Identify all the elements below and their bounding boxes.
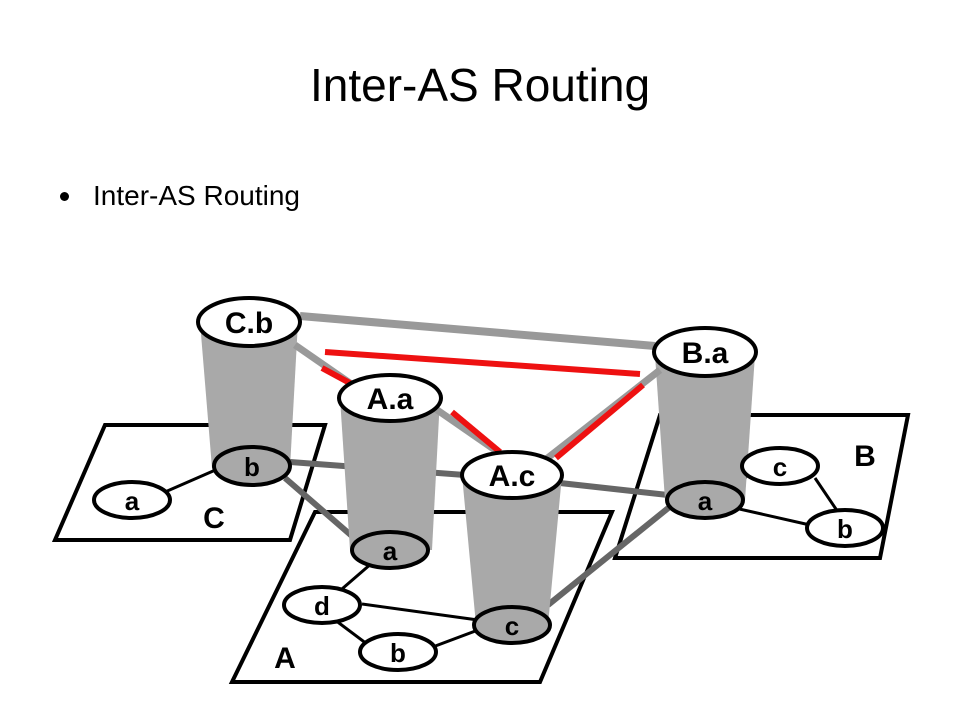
- router-b-a: a: [665, 480, 745, 520]
- router-ba-label: B.a: [682, 337, 729, 370]
- cylinder-ac: [462, 475, 562, 625]
- link-ac-ba: [559, 480, 669, 498]
- link-b-a-b: [734, 506, 811, 527]
- router-b-c-label: c: [773, 452, 787, 482]
- link-ac-ba-lower: [546, 502, 674, 608]
- cylinder-ba: [655, 355, 755, 500]
- link-c-a-b: [164, 466, 221, 494]
- router-c-a-label: a: [125, 486, 140, 516]
- router-a-d: d: [282, 585, 362, 625]
- link-a-d-c: [361, 602, 479, 622]
- router-b-b: b: [805, 508, 885, 548]
- router-c-a: a: [92, 480, 172, 520]
- router-aa-label: A.a: [367, 383, 414, 416]
- router-cb-label: C.b: [225, 307, 273, 340]
- red-link-cb-ba: [324, 349, 641, 377]
- as-a-label: A: [274, 642, 296, 675]
- router-aa: A.a: [337, 373, 443, 423]
- as-b-label: B: [854, 440, 876, 473]
- router-c-b: b: [212, 445, 292, 487]
- router-a-c: c: [472, 605, 552, 645]
- router-c-b-label: b: [244, 452, 260, 482]
- router-a-c-label: c: [505, 611, 519, 641]
- router-b-c: c: [740, 446, 820, 486]
- as-c-label: C: [203, 502, 225, 535]
- link-a-b-c: [429, 628, 479, 650]
- red-link-aa-ac: [450, 409, 502, 455]
- bullet-text: Inter-AS Routing: [93, 180, 300, 211]
- router-a-b-label: b: [390, 638, 406, 668]
- router-ba: B.a: [652, 326, 758, 378]
- red-link-ac-ba: [554, 382, 645, 461]
- router-ac-label: A.c: [489, 460, 536, 493]
- router-a-a-label: a: [383, 536, 398, 566]
- slide-title: Inter-AS Routing: [309, 59, 651, 111]
- link-cb-aa: [283, 475, 362, 546]
- bullet-dot: [60, 191, 69, 201]
- router-a-d-label: d: [314, 591, 330, 621]
- router-b-a-label: a: [698, 486, 713, 516]
- router-cb: C.b: [196, 296, 302, 348]
- router-ac: A.c: [460, 450, 564, 500]
- router-b-b-label: b: [837, 514, 853, 544]
- bullet-item: Inter-AS Routing: [60, 180, 300, 212]
- link-top-ac-ba: [542, 367, 663, 463]
- router-a-a: a: [350, 530, 430, 570]
- link-top-cb-ba: [299, 312, 656, 350]
- cylinder-cb: [200, 322, 298, 468]
- cylinder-aa: [340, 398, 440, 550]
- router-a-b: b: [358, 632, 438, 672]
